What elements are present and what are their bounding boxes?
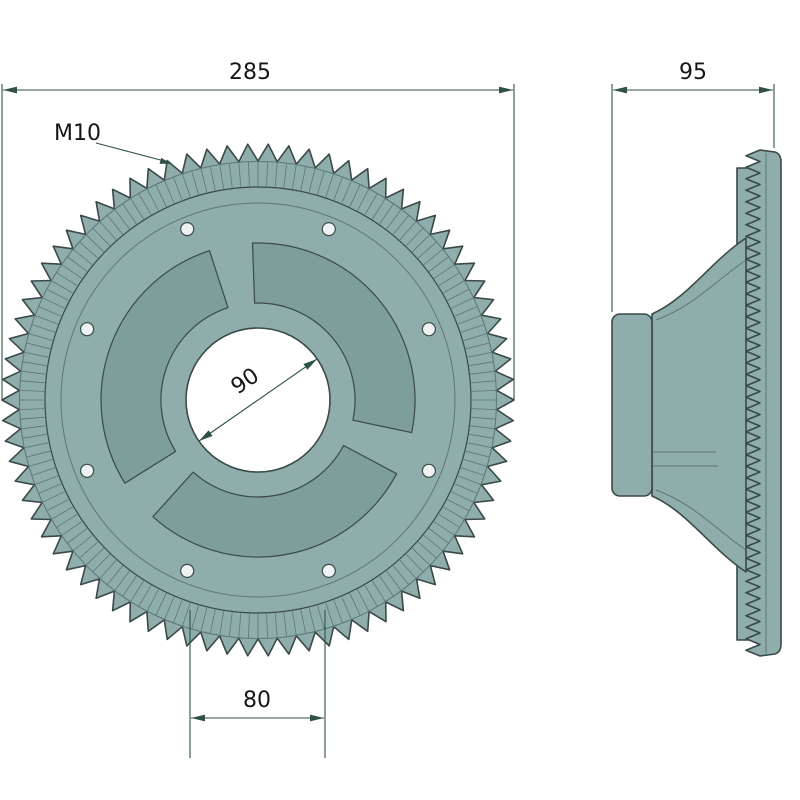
hub-flange <box>611 313 653 497</box>
bolt-hole <box>79 322 95 337</box>
hub-fillet-bottom <box>655 489 747 551</box>
hub-fillet-top <box>655 259 747 321</box>
bolt-hole <box>321 222 336 237</box>
arrow-left-icon <box>3 86 17 94</box>
bolt-hole <box>321 563 336 579</box>
lightening-slot <box>152 444 398 558</box>
lightening-slot <box>251 242 416 434</box>
bolt-hole <box>421 463 436 478</box>
rim-inner-circle <box>44 186 472 614</box>
arrow-left-icon <box>191 714 205 722</box>
gear-face-features <box>20 162 496 638</box>
tooth-flank-hatch <box>20 162 496 638</box>
arrow-right-icon <box>310 714 324 722</box>
arrow-icon <box>199 430 213 441</box>
dimension-line <box>198 358 318 442</box>
dimensions: 285 95 M10 90 <box>1 60 775 758</box>
bolt-hole <box>180 222 195 237</box>
hub-cone <box>651 237 747 573</box>
dim-label-overall-width: 95 <box>679 60 707 85</box>
arrow-icon <box>159 157 172 164</box>
bolt-hole <box>180 563 195 579</box>
dim-hub-width: 80 <box>189 610 326 758</box>
dim-label-hub-width: 80 <box>243 688 271 713</box>
plate-edge-circle <box>60 202 456 598</box>
dim-overall-diameter: 285 <box>1 60 515 400</box>
dim-overall-width: 95 <box>611 60 775 312</box>
arrow-left-icon <box>613 86 627 94</box>
side-rim-teeth <box>745 149 782 657</box>
tooth-root-circle <box>19 161 497 639</box>
side-view <box>611 149 782 657</box>
leader-line <box>95 142 169 163</box>
bolt-hole <box>79 463 95 478</box>
bolt-hole <box>421 322 436 337</box>
arrow-right-icon <box>499 86 513 94</box>
dim-label-overall-diameter: 285 <box>229 60 271 85</box>
callout-thread: M10 <box>54 121 172 164</box>
side-rim <box>745 149 782 657</box>
lightening-slot <box>100 250 229 484</box>
arrow-right-icon <box>759 86 773 94</box>
arrow-icon <box>303 359 317 370</box>
dim-label-thread-callout: M10 <box>54 121 101 146</box>
